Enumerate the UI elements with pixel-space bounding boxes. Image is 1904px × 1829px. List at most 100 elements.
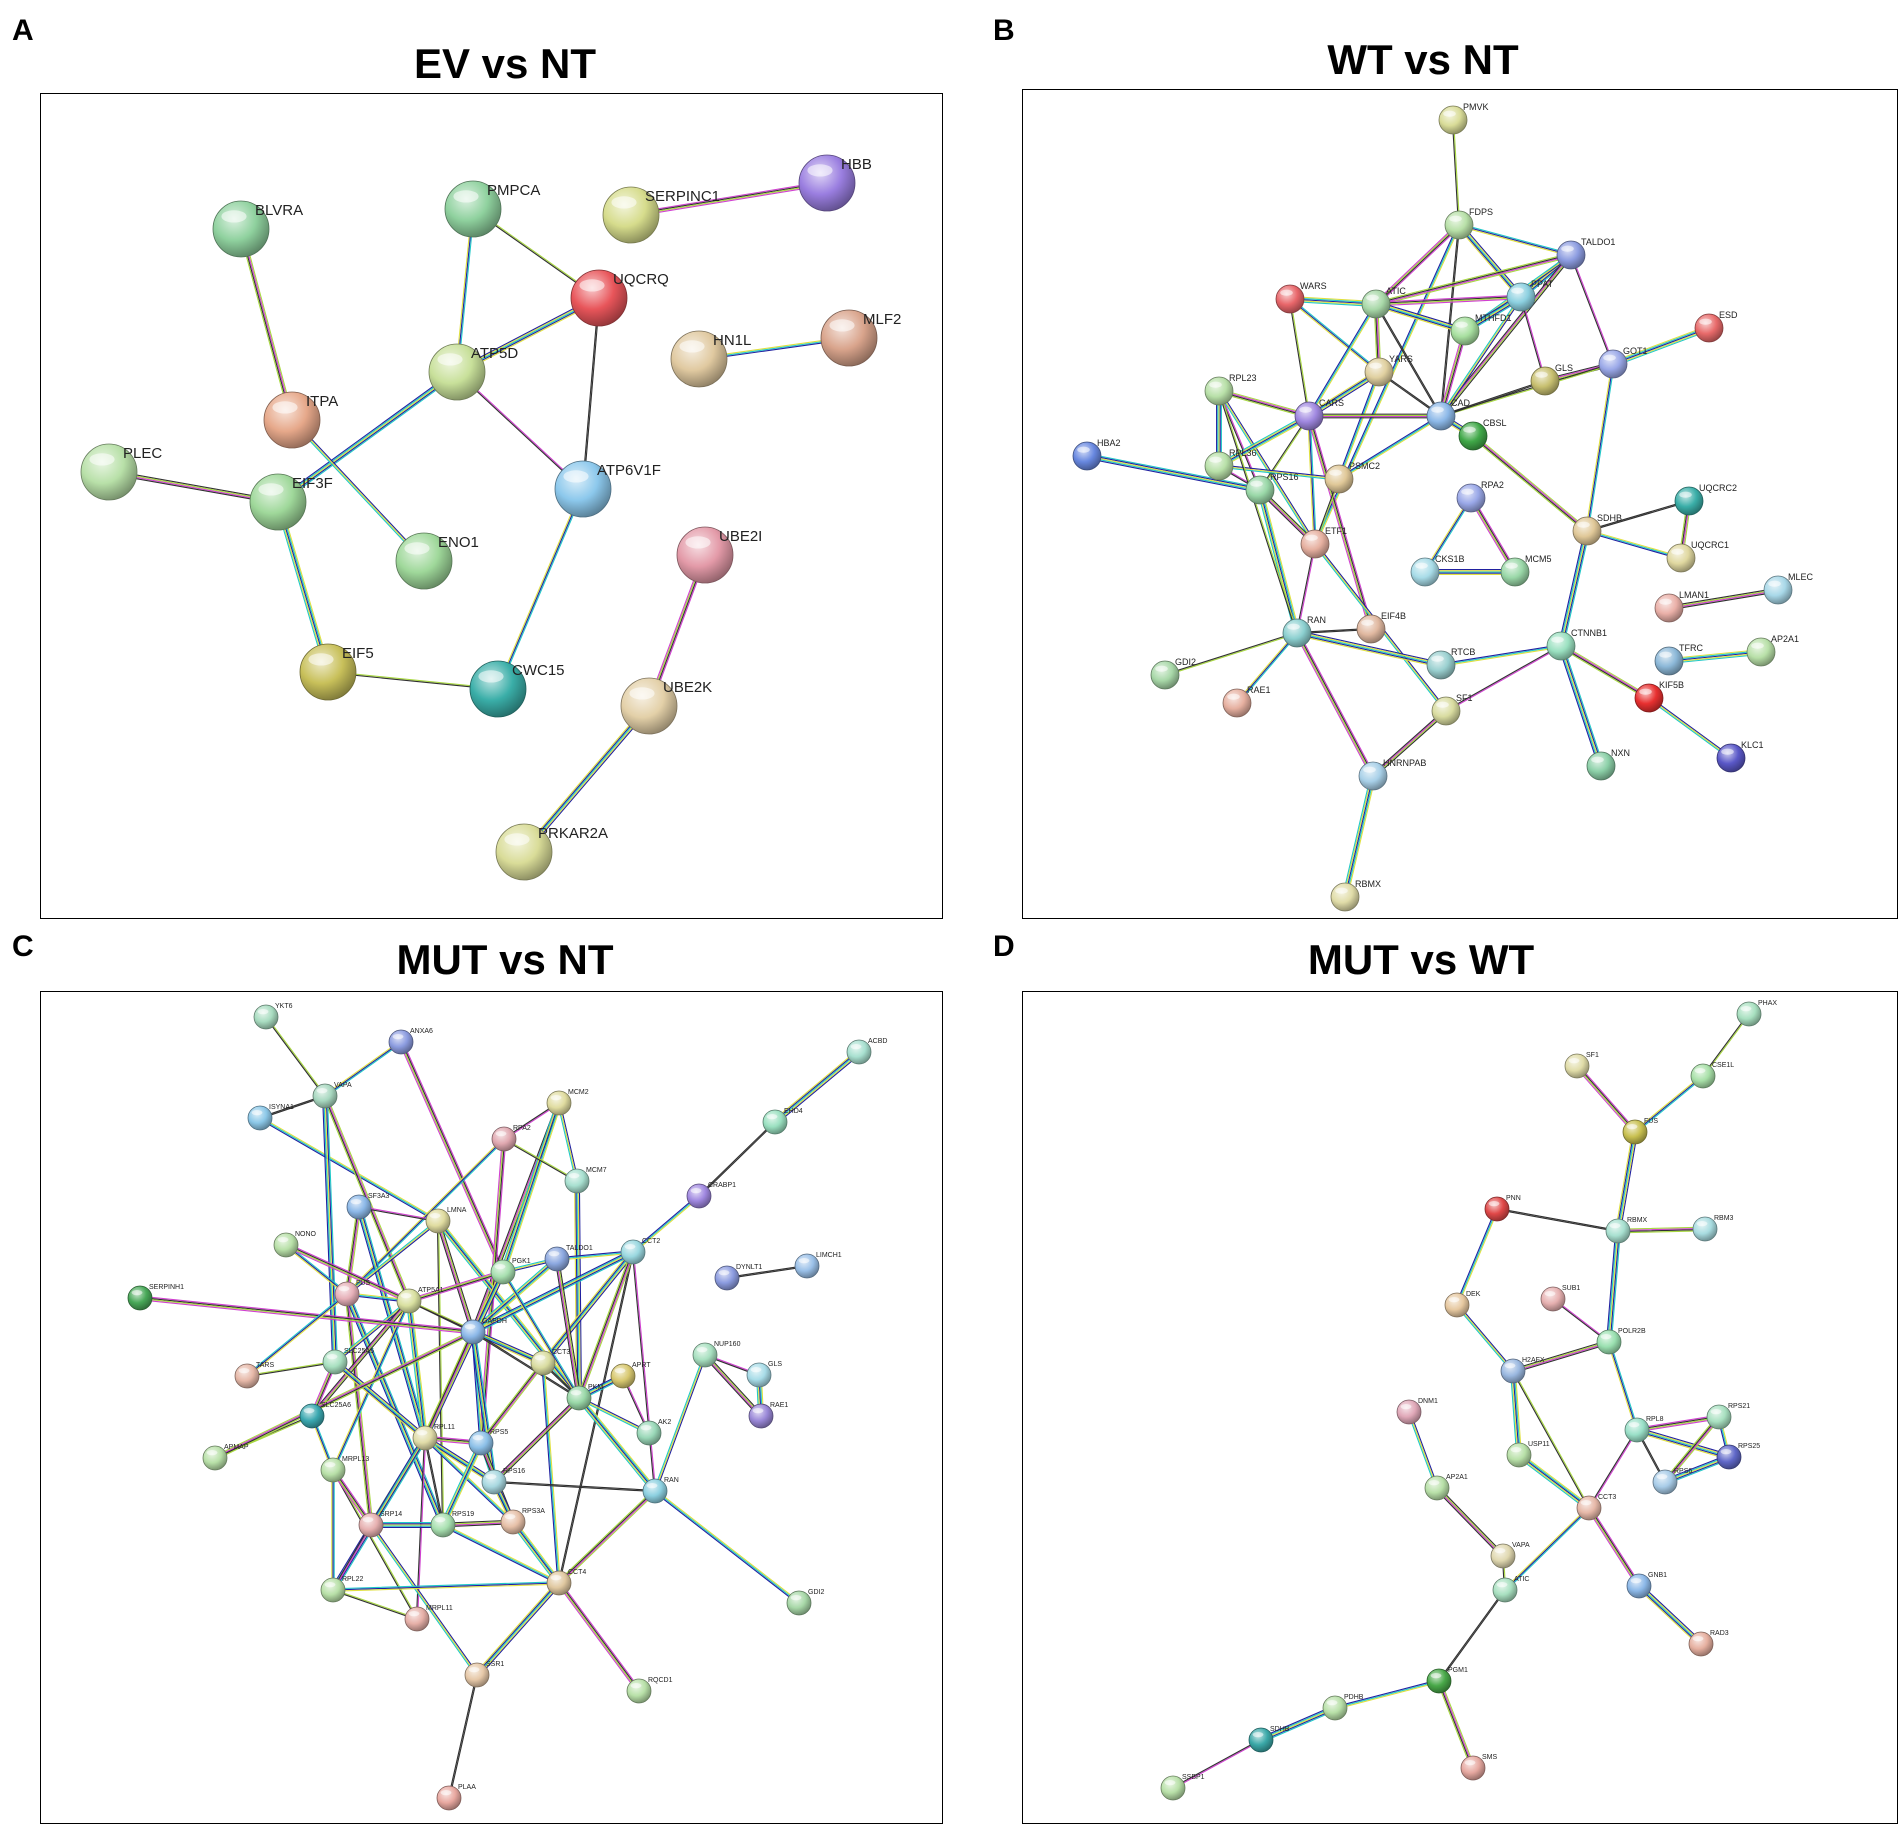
node-psmc2[interactable]: PSMC2 <box>1324 461 1380 494</box>
node-pnn[interactable]: PNN <box>1484 1195 1521 1222</box>
node-gdi2[interactable]: GDI2 <box>1150 657 1196 690</box>
node-hba2[interactable]: HBA2 <box>1072 438 1121 471</box>
node-pkm[interactable]: PKM <box>566 1384 603 1411</box>
node-nono[interactable]: NONO <box>273 1231 317 1258</box>
node-sf1[interactable]: SF1 <box>1431 693 1473 726</box>
node-eif3f[interactable]: EIF3F <box>249 473 333 531</box>
node-slc25a6[interactable]: SLC25A6 <box>299 1402 351 1429</box>
node-hnrnpab[interactable]: HNRNPAB <box>1358 758 1426 791</box>
node-gdi2[interactable]: GDI2 <box>786 1589 824 1616</box>
node-pdhb[interactable]: PDHB <box>1322 1694 1364 1721</box>
node-rpl23[interactable]: RPL23 <box>1204 373 1257 406</box>
node-fus[interactable]: FUS <box>1622 1118 1658 1145</box>
node-taldo1[interactable]: TALDO1 <box>544 1245 593 1272</box>
node-sms[interactable]: SMS <box>1460 1754 1498 1781</box>
node-ctnnb1[interactable]: CTNNB1 <box>1546 628 1607 661</box>
node-isyna1[interactable]: ISYNA1 <box>247 1104 294 1131</box>
node-atic[interactable]: ATIC <box>1492 1576 1529 1603</box>
node-fus[interactable]: FUS <box>334 1280 370 1307</box>
node-uqcrc2[interactable]: UQCRC2 <box>1674 483 1737 516</box>
node-ran[interactable]: RAN <box>1282 615 1326 648</box>
node-rpa2[interactable]: RPA2 <box>491 1125 531 1152</box>
node-cad[interactable]: CAD <box>1426 398 1471 431</box>
node-rps3a[interactable]: RPS3A <box>500 1508 545 1535</box>
node-lmna[interactable]: LMNA <box>425 1207 467 1234</box>
node-rbm3[interactable]: RBM3 <box>1692 1215 1734 1242</box>
node-plaa[interactable]: PLAA <box>436 1784 476 1811</box>
node-ube2k[interactable]: UBE2K <box>620 677 712 735</box>
node-rps5[interactable]: RPS5 <box>468 1429 508 1456</box>
node-srp14[interactable]: SRP14 <box>358 1511 402 1538</box>
node-eif4b[interactable]: EIF4B <box>1356 611 1406 644</box>
node-rps21[interactable]: RPS21 <box>1706 1403 1750 1430</box>
node-dnm1[interactable]: DNM1 <box>1396 1398 1438 1425</box>
node-rbmx[interactable]: RBMX <box>1330 879 1381 912</box>
node-ehd4[interactable]: EHD4 <box>762 1108 803 1135</box>
node-uqcrc1[interactable]: UQCRC1 <box>1666 540 1729 573</box>
node-rps19[interactable]: RPS19 <box>430 1511 474 1538</box>
node-mrpl13[interactable]: MRPL13 <box>320 1456 369 1483</box>
node-sf1[interactable]: SF1 <box>1564 1052 1599 1079</box>
node-mcm7[interactable]: MCM7 <box>564 1167 607 1194</box>
node-sf3a3[interactable]: SF3A3 <box>346 1193 390 1220</box>
node-ran[interactable]: RAN <box>642 1477 679 1504</box>
node-mcm5[interactable]: MCM5 <box>1500 554 1552 587</box>
node-anxa6[interactable]: ANXA6 <box>388 1028 433 1055</box>
node-crabp1[interactable]: CRABP1 <box>686 1182 736 1209</box>
node-rpl36[interactable]: RPL36 <box>1204 448 1257 481</box>
node-mrpl11[interactable]: MRPL11 <box>404 1605 453 1632</box>
node-ssr1[interactable]: SSR1 <box>464 1661 504 1688</box>
node-tars[interactable]: TARS <box>234 1362 274 1389</box>
node-phax[interactable]: PHAX <box>1736 1000 1777 1027</box>
node-vapa[interactable]: VAPA <box>312 1082 352 1109</box>
node-rpl8[interactable]: RPL8 <box>1624 1416 1664 1443</box>
node-acbd[interactable]: ACBD <box>846 1038 887 1065</box>
node-atic[interactable]: ATIC <box>1361 286 1406 319</box>
node-rpl22[interactable]: RPL22 <box>320 1576 364 1603</box>
node-rpa2[interactable]: RPA2 <box>1456 480 1504 513</box>
node-hbb[interactable]: HBB <box>798 154 872 212</box>
node-dynlt1[interactable]: DYNLT1 <box>714 1264 762 1291</box>
node-rps25[interactable]: RPS25 <box>1716 1443 1760 1470</box>
node-limch1[interactable]: LIMCH1 <box>794 1252 842 1279</box>
node-rbmx[interactable]: RBMX <box>1605 1217 1648 1244</box>
node-dek[interactable]: DEK <box>1444 1291 1481 1318</box>
node-gls[interactable]: GLS <box>746 1361 782 1388</box>
node-sdhb[interactable]: SDHB <box>1248 1726 1290 1753</box>
node-gnb1[interactable]: GNB1 <box>1626 1572 1667 1599</box>
node-eif5[interactable]: EIF5 <box>299 643 374 701</box>
node-vapa[interactable]: VAPA <box>1490 1542 1530 1569</box>
node-serpinc1[interactable]: SERPINC1 <box>602 186 720 244</box>
node-atp6v1f[interactable]: ATP6V1F <box>554 460 661 518</box>
node-gapdh[interactable]: GAPDH <box>460 1318 507 1345</box>
node-cct2[interactable]: CCT2 <box>620 1238 660 1265</box>
node-prkar2a[interactable]: PRKAR2A <box>495 823 608 881</box>
node-polr2b[interactable]: POLR2B <box>1596 1328 1646 1355</box>
node-rps6[interactable]: RPS6 <box>1652 1468 1692 1495</box>
node-ak2[interactable]: AK2 <box>636 1419 671 1446</box>
node-rps16[interactable]: RPS16 <box>481 1468 525 1495</box>
node-nup160[interactable]: NUP160 <box>692 1341 741 1368</box>
node-esd[interactable]: ESD <box>1694 310 1738 343</box>
node-etf1[interactable]: ETF1 <box>1300 526 1347 559</box>
node-cct3[interactable]: CCT3 <box>530 1349 570 1376</box>
node-rpl11[interactable]: RPL11 <box>412 1424 455 1451</box>
node-cbsl[interactable]: CBSL <box>1458 418 1507 451</box>
node-serpinh1[interactable]: SERPINH1 <box>127 1284 184 1311</box>
node-usp11[interactable]: USP11 <box>1506 1441 1550 1468</box>
node-got1[interactable]: GOT1 <box>1598 346 1648 379</box>
node-wars[interactable]: WARS <box>1275 281 1327 314</box>
node-uqcrq[interactable]: UQCRQ <box>570 269 669 327</box>
node-cse1l[interactable]: CSE1L <box>1690 1062 1734 1089</box>
node-ykt6[interactable]: YKT6 <box>253 1003 293 1030</box>
node-ube2i[interactable]: UBE2I <box>676 526 762 584</box>
node-pmpca[interactable]: PMPCA <box>444 180 540 238</box>
node-itpa[interactable]: ITPA <box>263 391 338 449</box>
node-ppat[interactable]: PPAT <box>1506 279 1554 312</box>
node-mthfd1[interactable]: MTHFD1 <box>1450 313 1512 346</box>
node-hn1l[interactable]: HN1L <box>670 330 751 388</box>
node-tfrc[interactable]: TFRC <box>1654 643 1703 676</box>
node-apmap[interactable]: APMAP <box>202 1444 249 1471</box>
node-pgk1[interactable]: PGK1 <box>490 1258 531 1285</box>
node-rqcd1[interactable]: RQCD1 <box>626 1677 673 1704</box>
